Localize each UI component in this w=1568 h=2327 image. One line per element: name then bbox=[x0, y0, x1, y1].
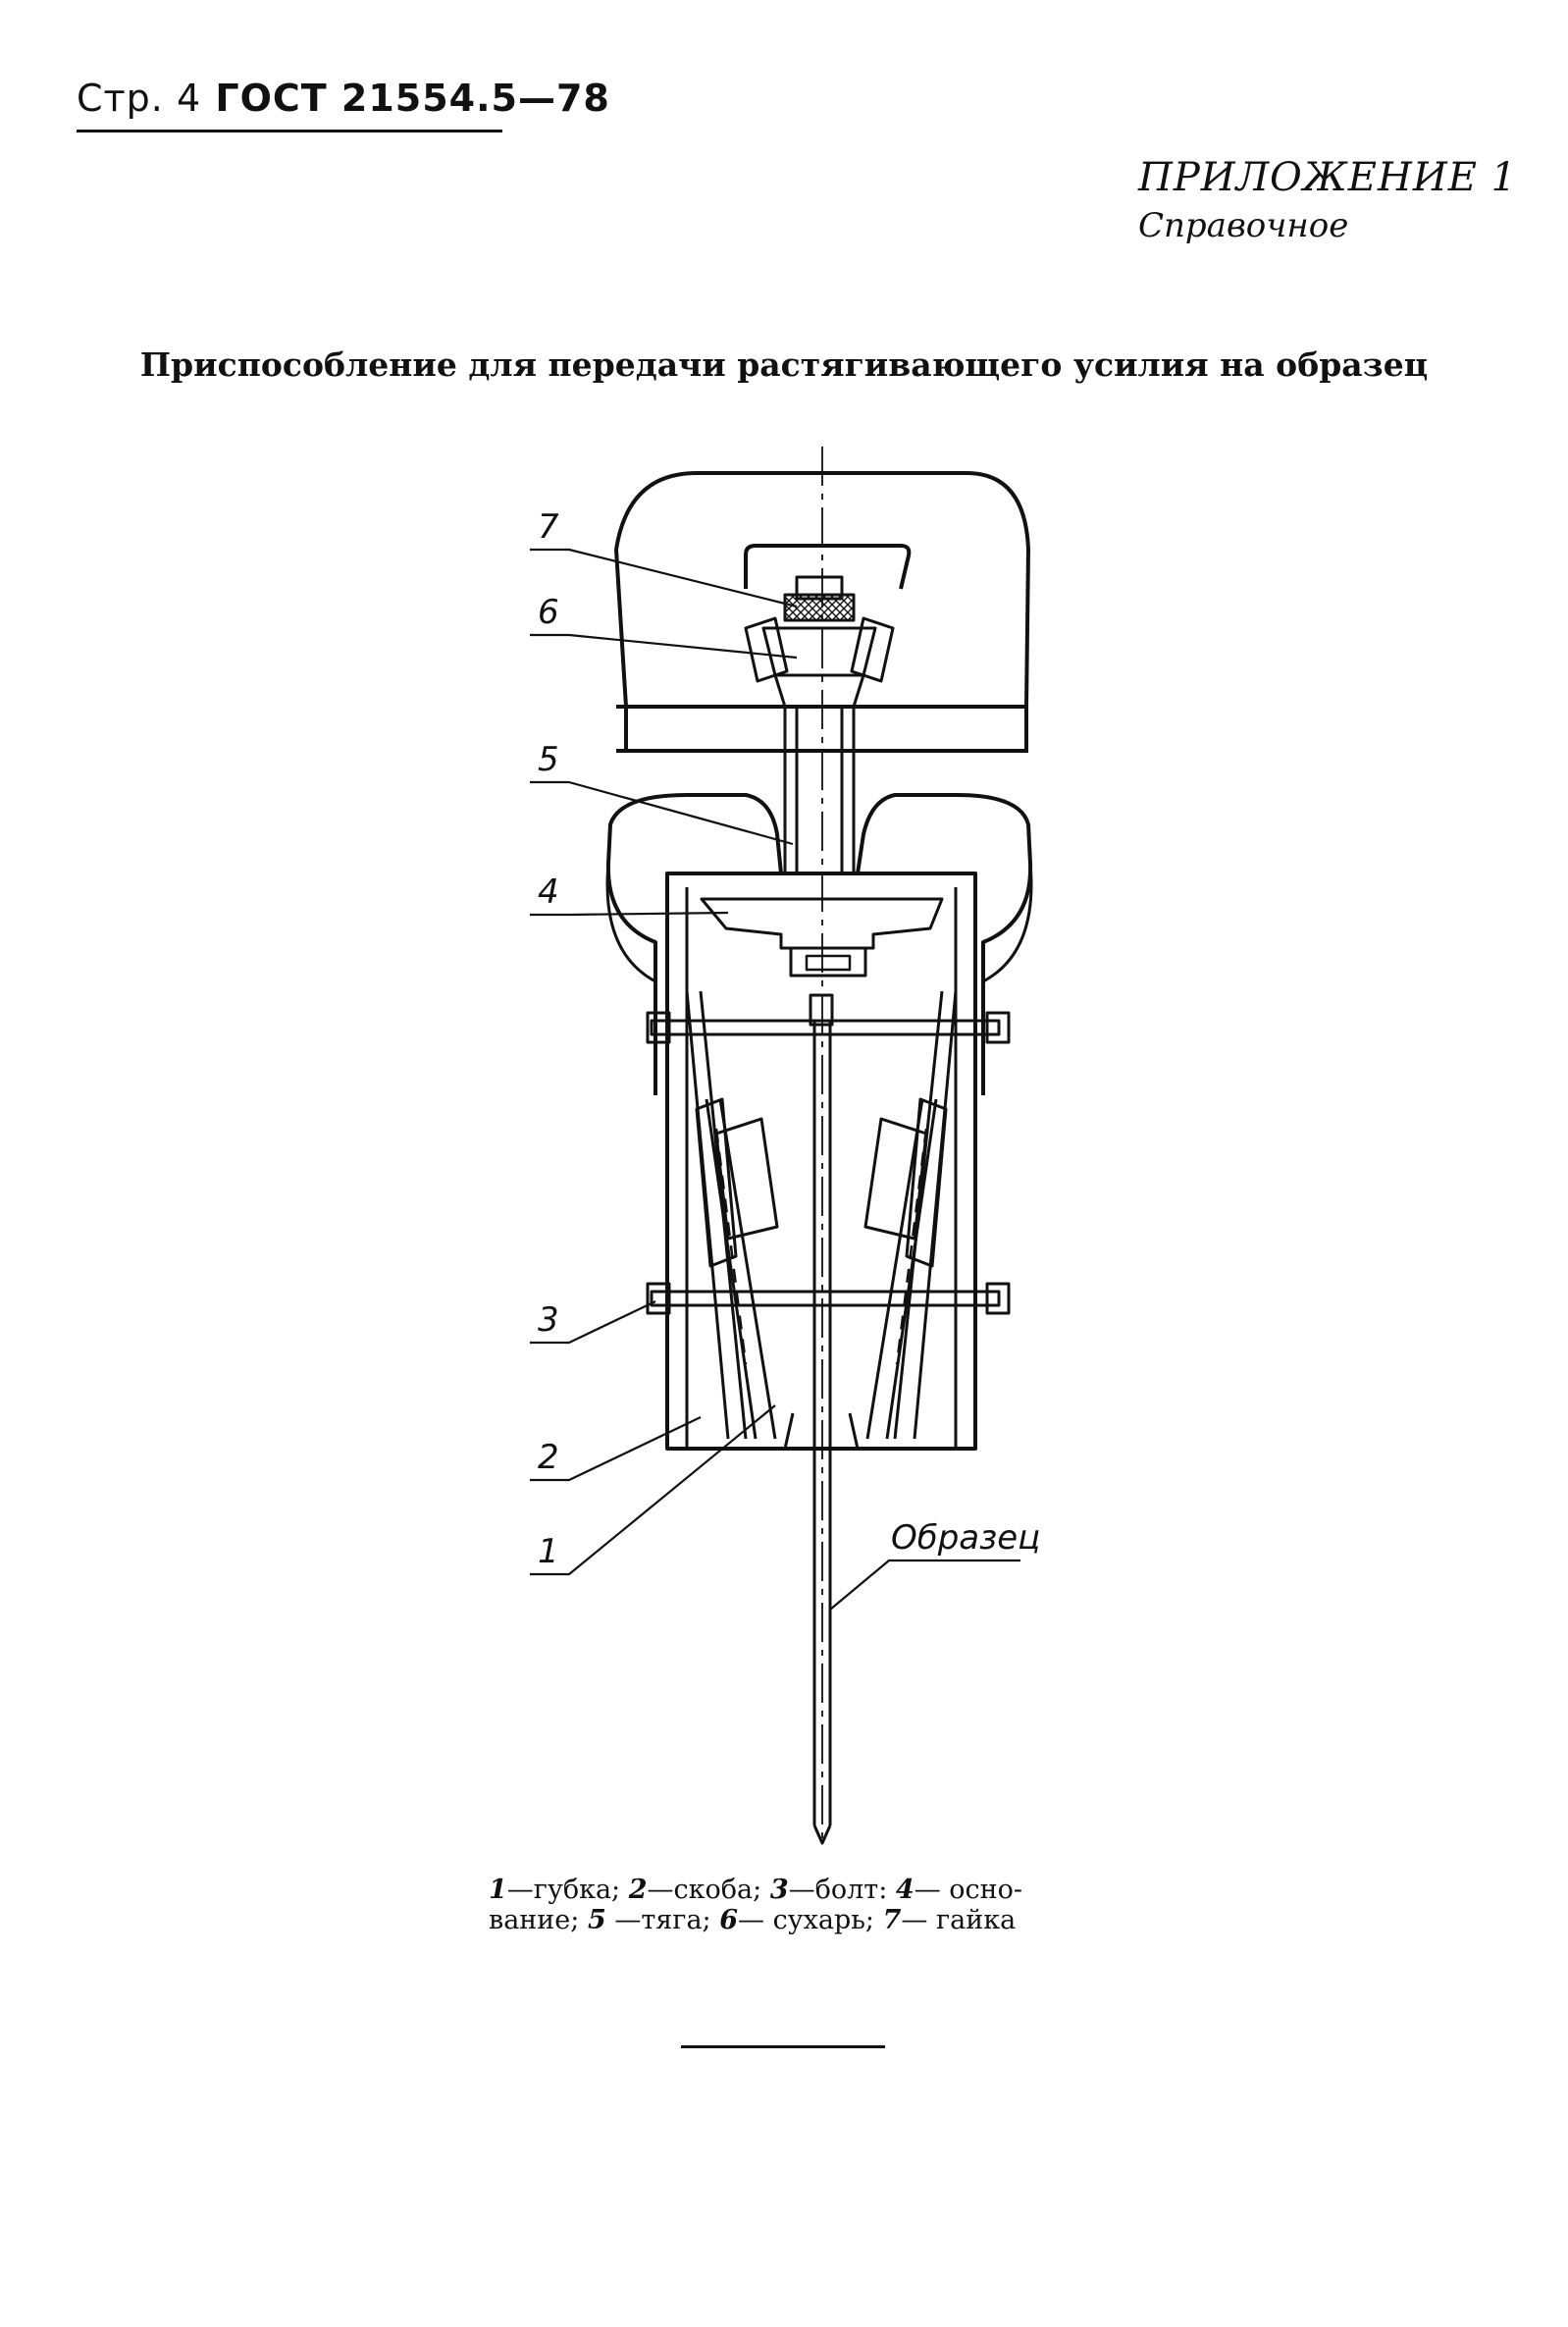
legend-item: 5 —тяга; bbox=[587, 1905, 720, 1935]
callout-2: 2 bbox=[538, 1438, 559, 1477]
nut-hatched bbox=[783, 593, 856, 622]
callout-4: 4 bbox=[538, 873, 559, 912]
yoke-outer bbox=[605, 793, 1033, 1095]
specimen-label: Образец bbox=[891, 1518, 1040, 1558]
callout-3: 3 bbox=[538, 1300, 559, 1340]
jaw-left bbox=[685, 990, 779, 1440]
wedge-right bbox=[850, 616, 895, 683]
figure-title: Приспособление для передачи растягивающе… bbox=[139, 345, 1429, 384]
nut-pocket bbox=[744, 544, 912, 590]
page-header: Стр. 4 ГОСТ 21554.5—78 bbox=[77, 77, 610, 120]
legend-item: 1—губка; bbox=[489, 1875, 629, 1905]
legend-item: 2—скоба; bbox=[628, 1875, 770, 1905]
page-number: Стр. 4 bbox=[77, 77, 202, 120]
legend-item: 3—болт: bbox=[769, 1875, 896, 1905]
bracket-frame bbox=[665, 872, 977, 1451]
standard-code: ГОСТ 21554.5—78 bbox=[215, 77, 610, 120]
callout-6: 6 bbox=[538, 593, 559, 632]
upper-housing bbox=[614, 471, 1030, 708]
base bbox=[700, 897, 944, 950]
base-slot bbox=[789, 946, 867, 978]
end-rule bbox=[681, 2045, 885, 2048]
legend-item: 6— сухарь; bbox=[719, 1905, 883, 1935]
legend-item: 7— гайка bbox=[882, 1905, 1017, 1935]
header-underline bbox=[77, 130, 502, 132]
figure-legend: 1—губка; 2—скоба; 3—болт: 4— осно-вание;… bbox=[489, 1875, 1097, 1935]
bolt-upper bbox=[646, 1011, 1011, 1044]
callout-1: 1 bbox=[538, 1532, 559, 1571]
callout-7: 7 bbox=[538, 507, 559, 547]
jaw-right bbox=[863, 990, 958, 1440]
pull-rod bbox=[783, 707, 856, 873]
appendix-subtitle: Справочное bbox=[1138, 206, 1349, 245]
leader-lines bbox=[530, 548, 1020, 1611]
legend-item: 4— осно-вание; bbox=[489, 1875, 1023, 1935]
callout-5: 5 bbox=[538, 740, 559, 779]
specimen bbox=[812, 1021, 832, 1845]
bolt-lower bbox=[646, 1282, 1011, 1315]
wedge-left bbox=[744, 616, 789, 683]
appendix-title: ПРИЛОЖЕНИЕ 1 bbox=[1138, 155, 1518, 200]
